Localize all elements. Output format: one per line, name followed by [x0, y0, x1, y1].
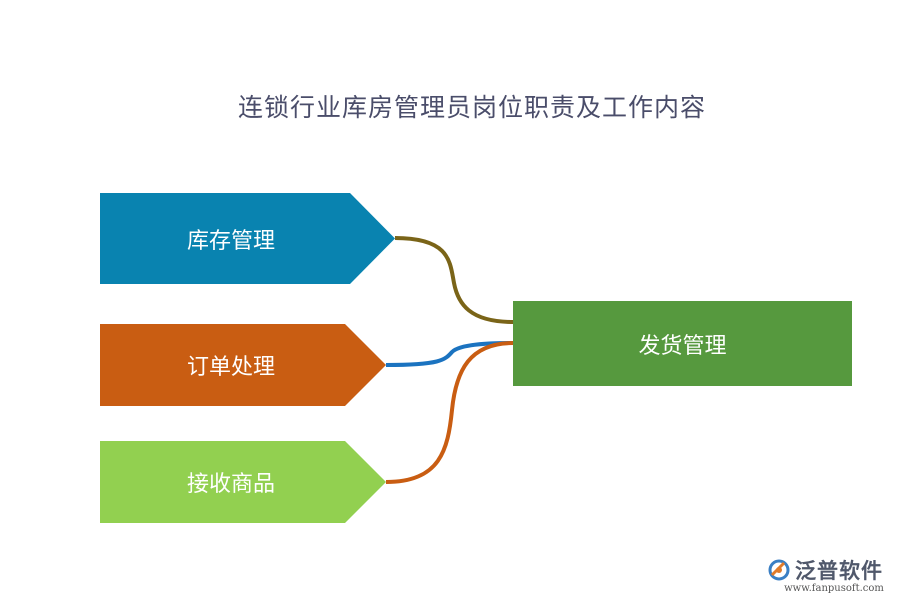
logo-name: 泛普软件: [795, 559, 883, 583]
watermark-logo: 泛普软件 www.fanpusoft.com: [760, 555, 890, 594]
node-label: 订单处理: [186, 355, 275, 380]
logo-url: www.fanpusoft.com: [784, 583, 884, 594]
connector-stock-to-shipping: [394, 236, 514, 324]
fanpu-logo-icon: [768, 559, 790, 581]
connector-order-to-shipping: [385, 341, 514, 367]
arrow-node-order-processing: 订单处理: [100, 324, 386, 406]
node-label: 库存管理: [186, 228, 275, 254]
diagram-title: 连锁行业库房管理员岗位职责及工作内容: [237, 93, 706, 122]
arrow-node-stock-management: 库存管理: [100, 193, 395, 284]
target-node-shipping-management: 发货管理: [513, 301, 852, 386]
node-label: 发货管理: [638, 333, 727, 359]
node-label: 接收商品: [186, 472, 275, 497]
connector-receive-to-shipping: [385, 341, 514, 484]
arrow-node-receive-goods: 接收商品: [100, 441, 386, 523]
